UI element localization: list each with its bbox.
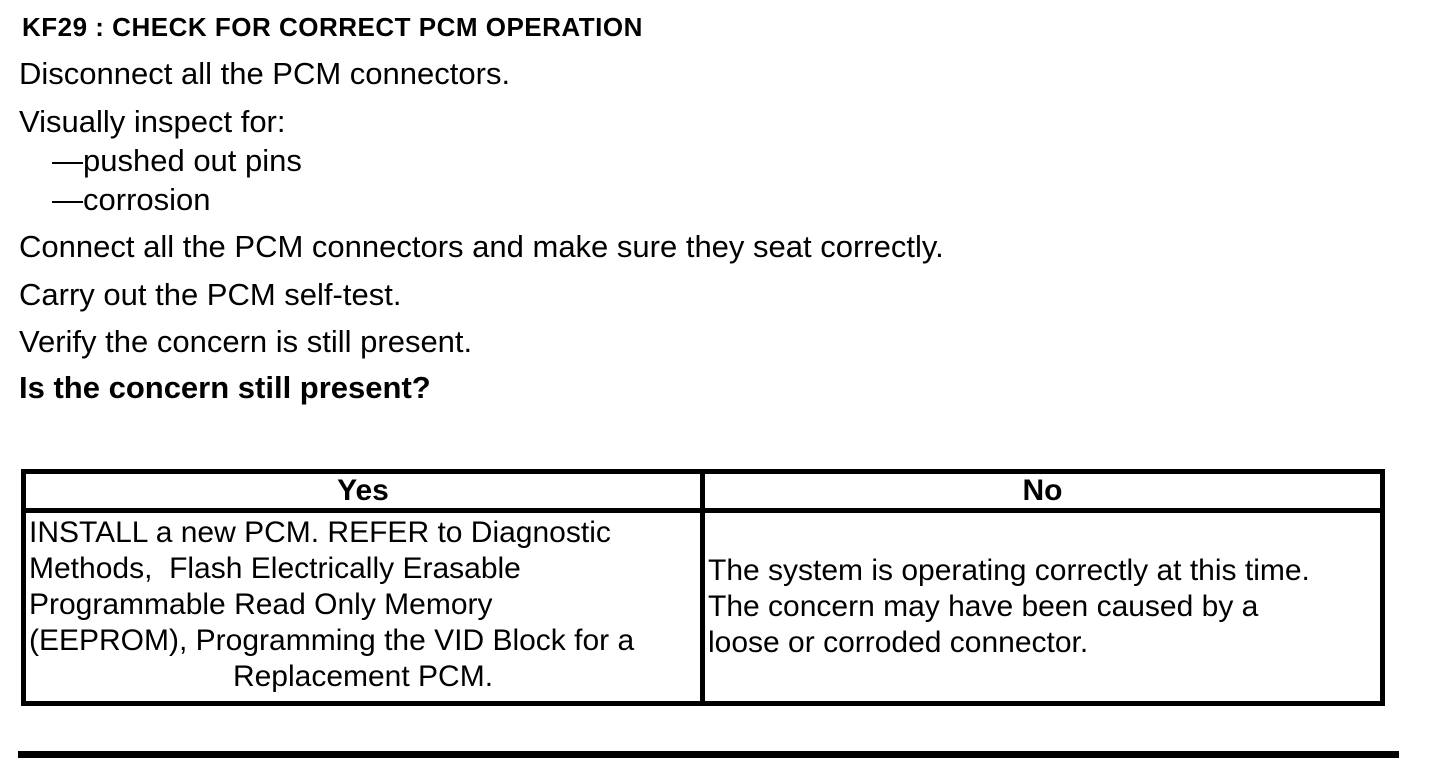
procedure-step: Carry out the PCM self-test. xyxy=(19,277,402,312)
inspection-item: —corrosion xyxy=(52,182,211,217)
page-title: KF29 : CHECK FOR CORRECT PCM OPERATION xyxy=(22,12,643,42)
no-action-cell: The system is operating correctly at thi… xyxy=(700,508,1385,706)
procedure-step: Disconnect all the PCM connectors. xyxy=(19,56,511,91)
procedure-step: Visually inspect for: xyxy=(19,104,286,139)
decision-question: Is the concern still present? xyxy=(19,370,431,405)
procedure-step: Verify the concern is still present. xyxy=(19,324,473,359)
results-table: Yes No INSTALL a new PCM. REFER to Diagn… xyxy=(21,469,1385,706)
inspection-item: —pushed out pins xyxy=(52,143,302,178)
yes-column-header: Yes xyxy=(21,469,705,513)
no-column-header: No xyxy=(700,469,1385,513)
section-divider-rule xyxy=(18,751,1399,758)
no-action-text: The system is operating correctly at thi… xyxy=(708,554,1310,659)
results-table-header-row: Yes No xyxy=(21,469,1385,513)
procedure-step: Connect all the PCM connectors and make … xyxy=(19,229,944,264)
